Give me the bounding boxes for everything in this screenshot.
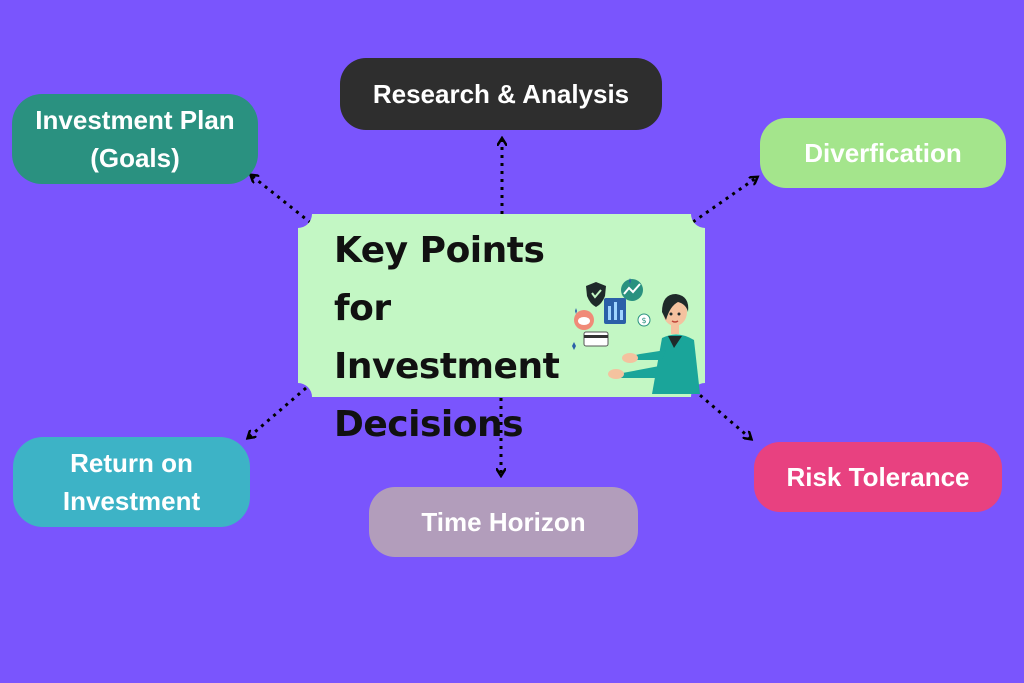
person-presenting-icon bbox=[608, 294, 700, 394]
return-on-investment-node: Return on Investment bbox=[13, 437, 250, 527]
time-horizon-node: Time Horizon bbox=[369, 487, 638, 557]
piggy-bank-icon bbox=[574, 310, 594, 330]
connector-to-diversification bbox=[692, 178, 756, 224]
connector-to-risk bbox=[693, 388, 750, 438]
ticket-shape bbox=[298, 214, 705, 397]
research-analysis-node: Research & Analysis bbox=[340, 58, 662, 130]
sparkle-icon bbox=[572, 278, 631, 350]
center-title: Key Points for Investment Decisions bbox=[334, 230, 560, 445]
risk-tolerance-node: Risk Tolerance bbox=[754, 442, 1002, 512]
dollar-icon: $ bbox=[637, 313, 651, 327]
investor-illustration: $ bbox=[572, 278, 700, 394]
svg-text:$: $ bbox=[641, 316, 646, 325]
investment-plan-node: Investment Plan (Goals) bbox=[12, 94, 258, 184]
diversification-node: Diverfication bbox=[760, 118, 1006, 188]
shield-icon bbox=[586, 282, 606, 307]
center-card: Key Points for Investment Decisions bbox=[298, 214, 705, 445]
trend-icon bbox=[621, 279, 643, 301]
credit-card-icon bbox=[583, 331, 609, 347]
chart-icon bbox=[604, 298, 626, 324]
